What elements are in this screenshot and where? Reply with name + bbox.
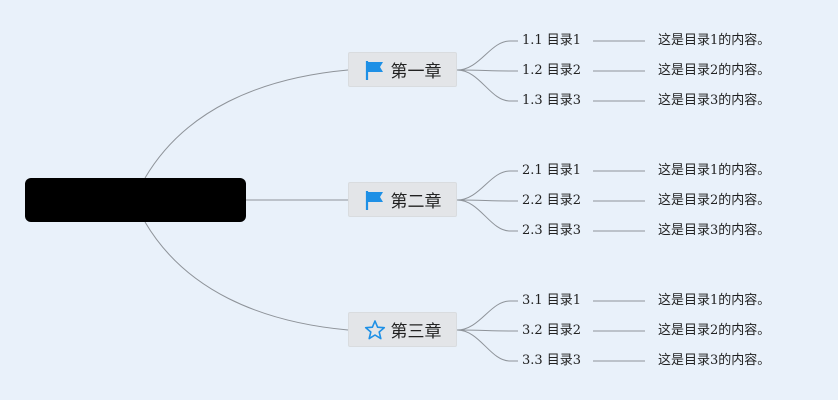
connector-chapter-3-item-3 — [456, 329, 518, 362]
subtopic-content[interactable]: 这是目录1的内容。 — [658, 33, 771, 48]
subtopic-label[interactable]: 1.1 目录1 — [522, 33, 582, 48]
subtopic-content[interactable]: 这是目录1的内容。 — [658, 293, 771, 308]
subtopic-label[interactable]: 2.3 目录3 — [522, 223, 582, 238]
connector-chapter-3-item-2 — [456, 329, 518, 332]
connector-chapter-1-item-1 — [456, 40, 518, 71]
subtopic-content[interactable]: 这是目录2的内容。 — [658, 63, 771, 78]
flag-icon — [364, 59, 386, 81]
subtopic-content[interactable]: 这是目录2的内容。 — [658, 193, 771, 208]
chapter-node-3[interactable]: 第三章 — [348, 312, 457, 347]
connector-root-chapter-1 — [144, 69, 349, 179]
root-topic-node[interactable] — [25, 178, 246, 222]
subtopic-label[interactable]: 1.3 目录3 — [522, 93, 582, 108]
subtopic-label[interactable]: 1.2 目录2 — [522, 63, 582, 78]
connector-root-chapter-3 — [144, 221, 349, 331]
flag-icon — [364, 189, 386, 211]
star-icon — [364, 319, 386, 341]
subtopic-content[interactable]: 这是目录3的内容。 — [658, 93, 771, 108]
chapter-node-1[interactable]: 第一章 — [348, 52, 457, 87]
chapter-title: 第三章 — [390, 322, 442, 342]
subtopic-label[interactable]: 3.3 目录3 — [522, 353, 582, 368]
subtopic-content[interactable]: 这是目录3的内容。 — [658, 353, 771, 368]
subtopic-label[interactable]: 3.2 目录2 — [522, 323, 582, 338]
subtopic-content[interactable]: 这是目录2的内容。 — [658, 323, 771, 338]
subtopic-content[interactable]: 这是目录3的内容。 — [658, 223, 771, 238]
chapter-node-2[interactable]: 第二章 — [348, 182, 457, 217]
connector-chapter-2-item-2 — [456, 199, 518, 202]
subtopic-label[interactable]: 3.1 目录1 — [522, 293, 582, 308]
connector-chapter-2-item-3 — [456, 199, 518, 232]
chapter-title: 第一章 — [390, 62, 442, 82]
connector-chapter-1-item-2 — [456, 69, 518, 72]
chapter-title: 第二章 — [390, 192, 442, 212]
connector-chapter-1-item-3 — [456, 69, 518, 102]
subtopic-label[interactable]: 2.2 目录2 — [522, 193, 582, 208]
connector-chapter-3-item-1 — [456, 300, 518, 331]
subtopic-content[interactable]: 这是目录1的内容。 — [658, 163, 771, 178]
subtopic-label[interactable]: 2.1 目录1 — [522, 163, 582, 178]
connector-chapter-2-item-1 — [456, 170, 518, 201]
